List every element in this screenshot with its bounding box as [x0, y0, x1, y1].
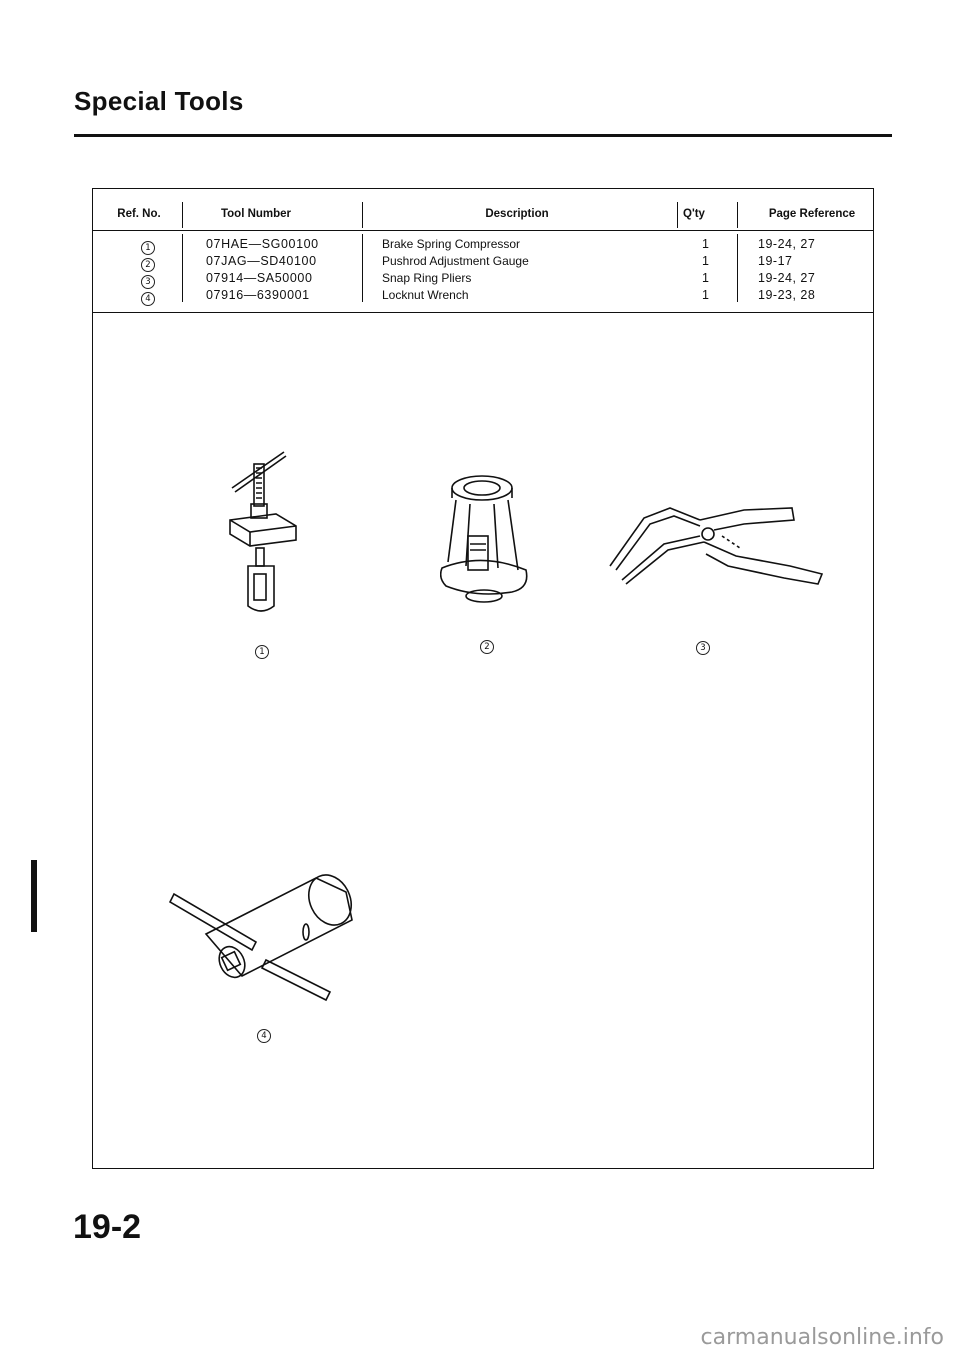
qty: 1	[702, 254, 709, 268]
header-qty: Q'ty	[683, 208, 705, 220]
ref-badge: 1	[141, 241, 155, 255]
figure-label-1: 1	[255, 641, 269, 659]
ref-badge: 2	[141, 258, 155, 272]
qty: 1	[702, 288, 709, 302]
description: Brake Spring Compressor	[382, 237, 521, 251]
qty: 1	[702, 237, 709, 251]
col-divider	[362, 234, 363, 302]
page-ref: 19-23, 28	[758, 288, 816, 302]
tool-number: 07HAE—SG00100	[206, 237, 319, 251]
ref-badge: 4	[141, 292, 155, 306]
page-ref-column: 19-24, 27 19-17 19-24, 27 19-23, 28	[758, 236, 815, 304]
tool-number-column: 07HAE—SG00100 07JAG—SD40100 07914—SA5000…	[206, 236, 319, 304]
header-description: Description	[485, 208, 549, 220]
col-divider	[737, 234, 738, 302]
brake-spring-compressor-illustration	[229, 451, 297, 612]
watermark: carmanualsonline.info	[700, 1325, 944, 1350]
ref-badge: 3	[141, 275, 155, 289]
figure-number: 3	[696, 641, 710, 655]
header-rule	[92, 230, 874, 231]
header-tool-number: Tool Number	[220, 208, 292, 220]
tools-table: Ref. No. Tool Number Description Q'ty Pa…	[92, 188, 874, 313]
description: Pushrod Adjustment Gauge	[382, 254, 529, 268]
figure-label-3: 3	[696, 637, 710, 655]
tool-number: 07JAG—SD40100	[206, 254, 317, 268]
description: Locknut Wrench	[382, 288, 469, 302]
tool-number: 07916—6390001	[206, 288, 310, 302]
locknut-wrench-illustration	[168, 874, 353, 1002]
description: Snap Ring Pliers	[382, 271, 472, 285]
ref-column: 1 2 3 4	[141, 238, 155, 306]
col-divider	[677, 202, 678, 228]
page-ref: 19-24, 27	[758, 271, 816, 285]
description-column: Brake Spring Compressor Pushrod Adjustme…	[382, 236, 529, 304]
figure-number: 4	[257, 1029, 271, 1043]
title-rule	[74, 134, 892, 137]
header-page-reference: Page Reference	[768, 208, 856, 220]
figure-label-4: 4	[257, 1025, 271, 1043]
page-title: Special Tools	[74, 86, 244, 116]
tools-frame	[92, 188, 874, 1169]
table-bottom-rule	[92, 312, 874, 313]
header-ref-no: Ref. No.	[117, 208, 161, 220]
col-divider	[737, 202, 738, 228]
qty-column: 1 1 1 1	[702, 236, 709, 304]
margin-bar	[31, 860, 37, 932]
col-divider	[362, 202, 363, 228]
col-divider	[182, 234, 183, 302]
qty: 1	[702, 271, 709, 285]
col-divider	[182, 202, 183, 228]
figure-number: 1	[255, 645, 269, 659]
page-number: 19-2	[73, 1208, 142, 1246]
tool-number: 07914—SA50000	[206, 271, 313, 285]
figure-label-2: 2	[480, 636, 494, 654]
figure-number: 2	[480, 640, 494, 654]
page-ref: 19-24, 27	[758, 237, 816, 251]
snap-ring-pliers-illustration	[609, 507, 824, 585]
page-ref: 19-17	[758, 254, 793, 268]
pushrod-adjustment-gauge-illustration	[440, 475, 528, 603]
